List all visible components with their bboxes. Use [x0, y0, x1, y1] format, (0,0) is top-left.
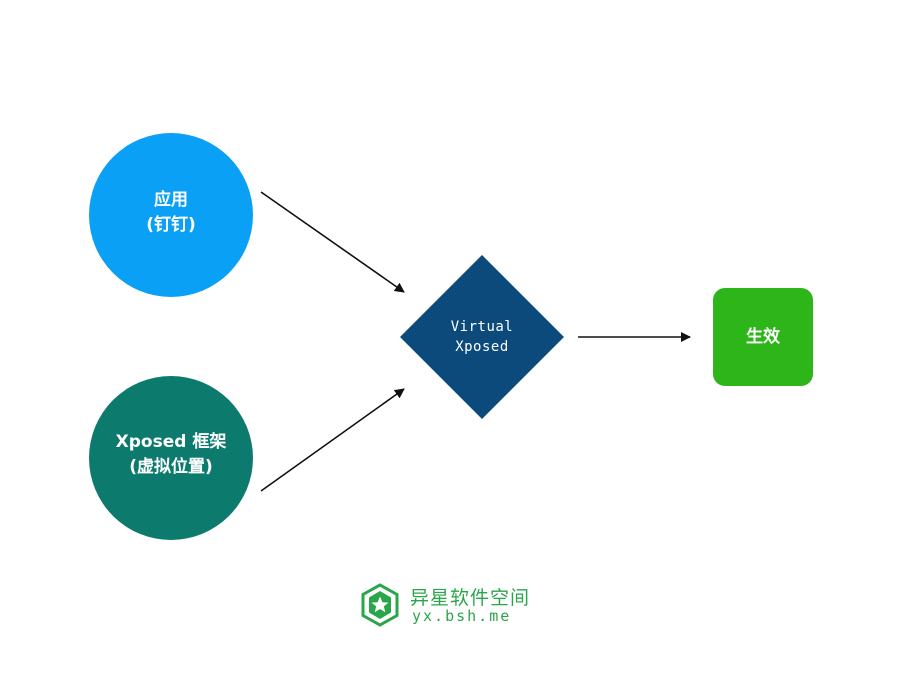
- app-node-title: 应用: [154, 190, 188, 210]
- app-node: [89, 133, 253, 297]
- watermark-title: 异星软件空间: [410, 587, 531, 609]
- app-node-label: 应用 (钉钉): [90, 188, 252, 237]
- watermark-url: yx.bsh.me: [412, 607, 512, 625]
- xposed-framework-node-subtitle: (虚拟位置): [129, 456, 213, 477]
- virtual-xposed-line2: Xposed: [455, 338, 509, 355]
- virtual-xposed-node: [400, 255, 564, 419]
- xposed-framework-node-title: Xposed 框架: [115, 432, 227, 452]
- virtual-xposed-line1: Virtual: [450, 319, 514, 335]
- xposed-framework-node: [89, 376, 253, 540]
- virtual-xposed-node-label: Virtual Xposed: [420, 318, 544, 357]
- effect-node-label: 生效: [746, 327, 780, 347]
- effect-node: [713, 288, 813, 386]
- arrow-xposed-to-virtual-xposed: [260, 388, 405, 492]
- xposed-framework-node-label: Xposed 框架 (虚拟位置): [90, 430, 252, 479]
- app-node-subtitle: (钉钉): [146, 214, 196, 235]
- watermark: 异星软件空间 yx.bsh.me: [360, 583, 560, 627]
- star-hexagon-icon: [361, 583, 399, 627]
- arrow-app-to-virtual-xposed: [260, 191, 405, 293]
